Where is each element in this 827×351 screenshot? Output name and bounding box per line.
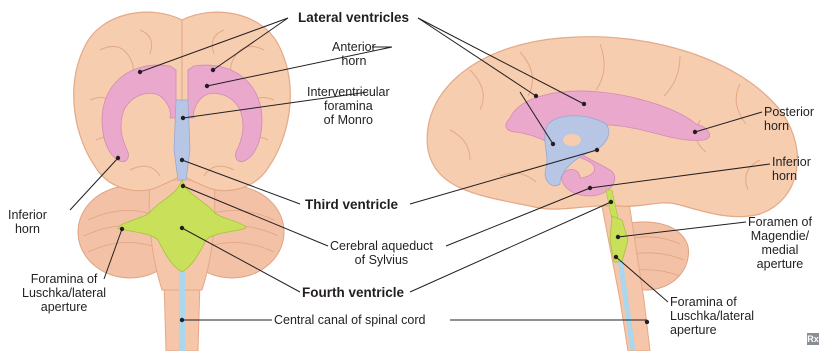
label-foramina-luschka-right-line1: Foramina of: [670, 295, 754, 309]
label-cerebral-aqueduct: Cerebral aqueduct of Sylvius: [330, 239, 433, 267]
label-foramen-magendie-line3: medial: [748, 243, 812, 257]
label-foramina-luschka-right-line2: Luschka/lateral: [670, 309, 754, 323]
sagittal-interthalamic-adhesion: [563, 134, 581, 146]
sagittal-cerebrum: [427, 37, 797, 217]
rx-logo: Rx: [807, 333, 819, 345]
label-foramen-magendie-line1: Foramen of: [748, 215, 812, 229]
label-foramina-luschka-left-line1: Foramina of: [22, 272, 106, 286]
label-interventricular-foramina-line2: foramina: [307, 99, 390, 113]
label-posterior-horn-line1: Posterior: [764, 105, 814, 119]
label-foramina-luschka-right: Foramina of Luschka/lateral aperture: [670, 295, 754, 337]
label-interventricular-foramina-line3: of Monro: [307, 113, 390, 127]
label-central-canal: Central canal of spinal cord: [274, 313, 425, 327]
label-anterior-horn: Anterior horn: [332, 40, 376, 68]
label-cerebral-aqueduct-line2: of Sylvius: [330, 253, 433, 267]
label-lateral-ventricles: Lateral ventricles: [298, 10, 409, 25]
label-inferior-horn-right: Inferior horn: [772, 155, 811, 183]
label-interventricular-foramina-line1: Interventricular: [307, 85, 390, 99]
coronal-view: [74, 12, 291, 351]
label-anterior-horn-line2: horn: [332, 54, 376, 68]
label-foramina-luschka-left-line2: Luschka/lateral: [22, 286, 106, 300]
label-foramina-luschka-left-line3: aperture: [22, 300, 106, 314]
label-anterior-horn-line1: Anterior: [332, 40, 376, 54]
label-inferior-horn-right-line1: Inferior: [772, 155, 811, 169]
label-foramen-magendie-line4: aperture: [748, 257, 812, 271]
label-third-ventricle: Third ventricle: [305, 197, 398, 212]
label-cerebral-aqueduct-line1: Cerebral aqueduct: [330, 239, 433, 253]
coronal-central-canal: [179, 272, 185, 351]
label-fourth-ventricle: Fourth ventricle: [302, 285, 404, 300]
label-foramina-luschka-right-line3: aperture: [670, 323, 754, 337]
label-inferior-horn-right-line2: horn: [772, 169, 811, 183]
coronal-third-ventricle: [174, 100, 190, 180]
label-interventricular-foramina: Interventricular foramina of Monro: [307, 85, 390, 127]
label-inferior-horn-left: Inferior horn: [8, 208, 47, 236]
label-foramina-luschka-left: Foramina of Luschka/lateral aperture: [22, 272, 106, 314]
label-foramen-magendie-line2: Magendie/: [748, 229, 812, 243]
label-inferior-horn-left-line2: horn: [8, 222, 47, 236]
label-posterior-horn-line2: horn: [764, 119, 814, 133]
label-inferior-horn-left-line1: Inferior: [8, 208, 47, 222]
label-posterior-horn: Posterior horn: [764, 105, 814, 133]
label-foramen-magendie: Foramen of Magendie/ medial aperture: [748, 215, 812, 271]
